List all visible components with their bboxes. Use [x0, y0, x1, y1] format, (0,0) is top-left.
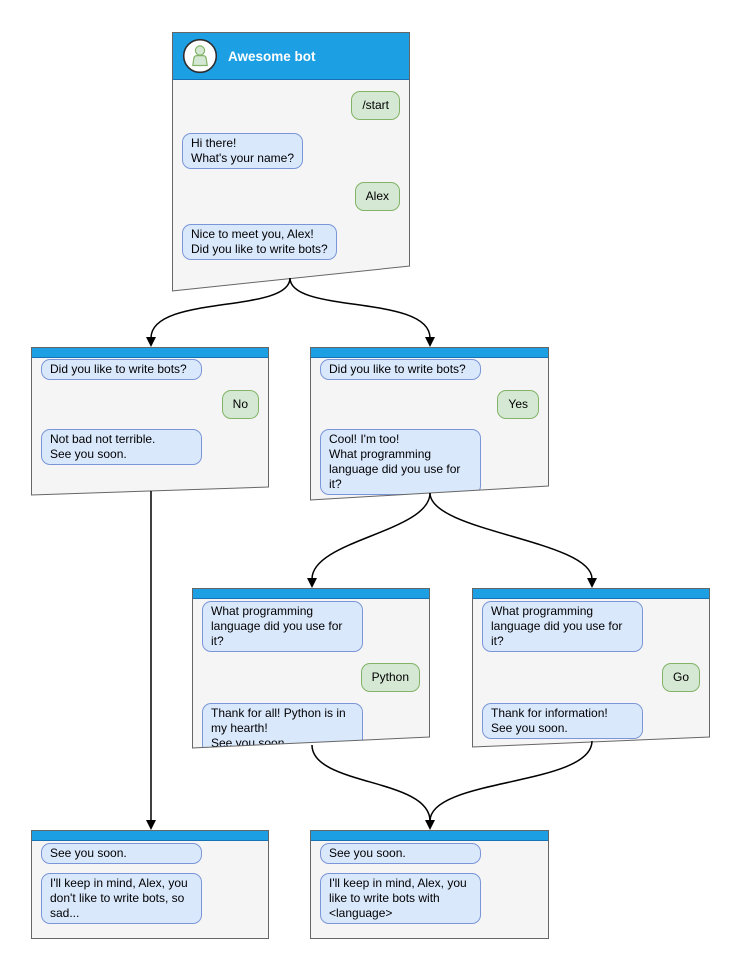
message-list: Did you like to write bots? Yes Cool! I'… — [311, 358, 548, 495]
window-titlebar — [473, 589, 709, 599]
arrowhead-icon — [587, 578, 597, 588]
chat-window-main: Awesome bot /start Hi there! What's your… — [172, 32, 410, 291]
edge-yes-to-python — [311, 492, 431, 580]
arrowhead-icon — [146, 337, 156, 347]
bot-message-bubble: Not bad not terrible. See you soon. — [41, 429, 202, 465]
bot-message-bubble: Nice to meet you, Alex! Did you like to … — [182, 224, 337, 260]
bot-message-bubble: See you soon. — [41, 843, 202, 864]
user-message-bubble: /start — [351, 91, 400, 120]
bot-message-bubble: Did you like to write bots? — [320, 359, 481, 380]
chat-window-python: What programming language did you use fo… — [192, 588, 430, 748]
user-message-bubble: Yes — [497, 390, 539, 419]
edge-go-to-end — [429, 740, 593, 822]
edge-yes-to-go — [429, 492, 593, 580]
bot-message-bubble: See you soon. — [320, 843, 481, 864]
bot-avatar-icon — [182, 38, 218, 74]
message-list: What programming language did you use fo… — [473, 599, 709, 739]
bot-message-bubble: Thank for all! Python is in my hearth! S… — [202, 703, 363, 748]
message-list: What programming language did you use fo… — [193, 599, 429, 748]
bot-message-bubble: Thank for information! See you soon. — [482, 703, 643, 739]
chat-window-end-yes: See you soon. I'll keep in mind, Alex, y… — [310, 830, 549, 939]
message-list: Did you like to write bots? No Not bad n… — [32, 358, 268, 465]
message-list: See you soon. I'll keep in mind, Alex, y… — [311, 841, 548, 924]
window-titlebar — [193, 589, 429, 599]
bot-message-bubble: Hi there! What's your name? — [182, 133, 304, 169]
arrowhead-icon — [425, 337, 435, 347]
bot-message-bubble: I'll keep in mind, Alex, you like to wri… — [320, 873, 481, 924]
window-title: Awesome bot — [228, 48, 316, 64]
arrowhead-icon — [307, 578, 317, 588]
arrowhead-icon — [425, 820, 435, 830]
message-list: /start Hi there! What's your name? Alex … — [173, 80, 409, 260]
chat-window-branch-yes: Did you like to write bots? Yes Cool! I'… — [310, 347, 549, 500]
window-titlebar — [32, 348, 268, 358]
bot-message-bubble: What programming language did you use fo… — [482, 601, 643, 652]
bot-message-bubble: What programming language did you use fo… — [202, 601, 363, 652]
edge-main-to-no — [150, 277, 291, 339]
user-message-bubble: Go — [661, 663, 700, 692]
user-message-bubble: Python — [360, 663, 420, 692]
chat-window-go: What programming language did you use fo… — [472, 588, 710, 747]
window-titlebar — [311, 831, 548, 841]
edge-python-to-end — [311, 744, 431, 822]
chat-window-end-no: See you soon. I'll keep in mind, Alex, y… — [31, 830, 269, 939]
window-titlebar — [32, 831, 268, 841]
arrowhead-icon — [146, 820, 156, 830]
chat-window-branch-no: Did you like to write bots? No Not bad n… — [31, 347, 269, 495]
user-message-bubble: No — [221, 390, 259, 419]
edge-main-to-yes — [289, 277, 431, 339]
bot-message-bubble: I'll keep in mind, Alex, you don't like … — [41, 873, 202, 924]
window-titlebar — [311, 348, 548, 358]
bot-message-bubble: Did you like to write bots? — [41, 359, 202, 380]
user-message-bubble: Alex — [354, 182, 400, 211]
window-titlebar: Awesome bot — [173, 33, 409, 80]
message-list: See you soon. I'll keep in mind, Alex, y… — [32, 841, 268, 924]
bot-message-bubble: Cool! I'm too! What programming language… — [320, 429, 481, 495]
